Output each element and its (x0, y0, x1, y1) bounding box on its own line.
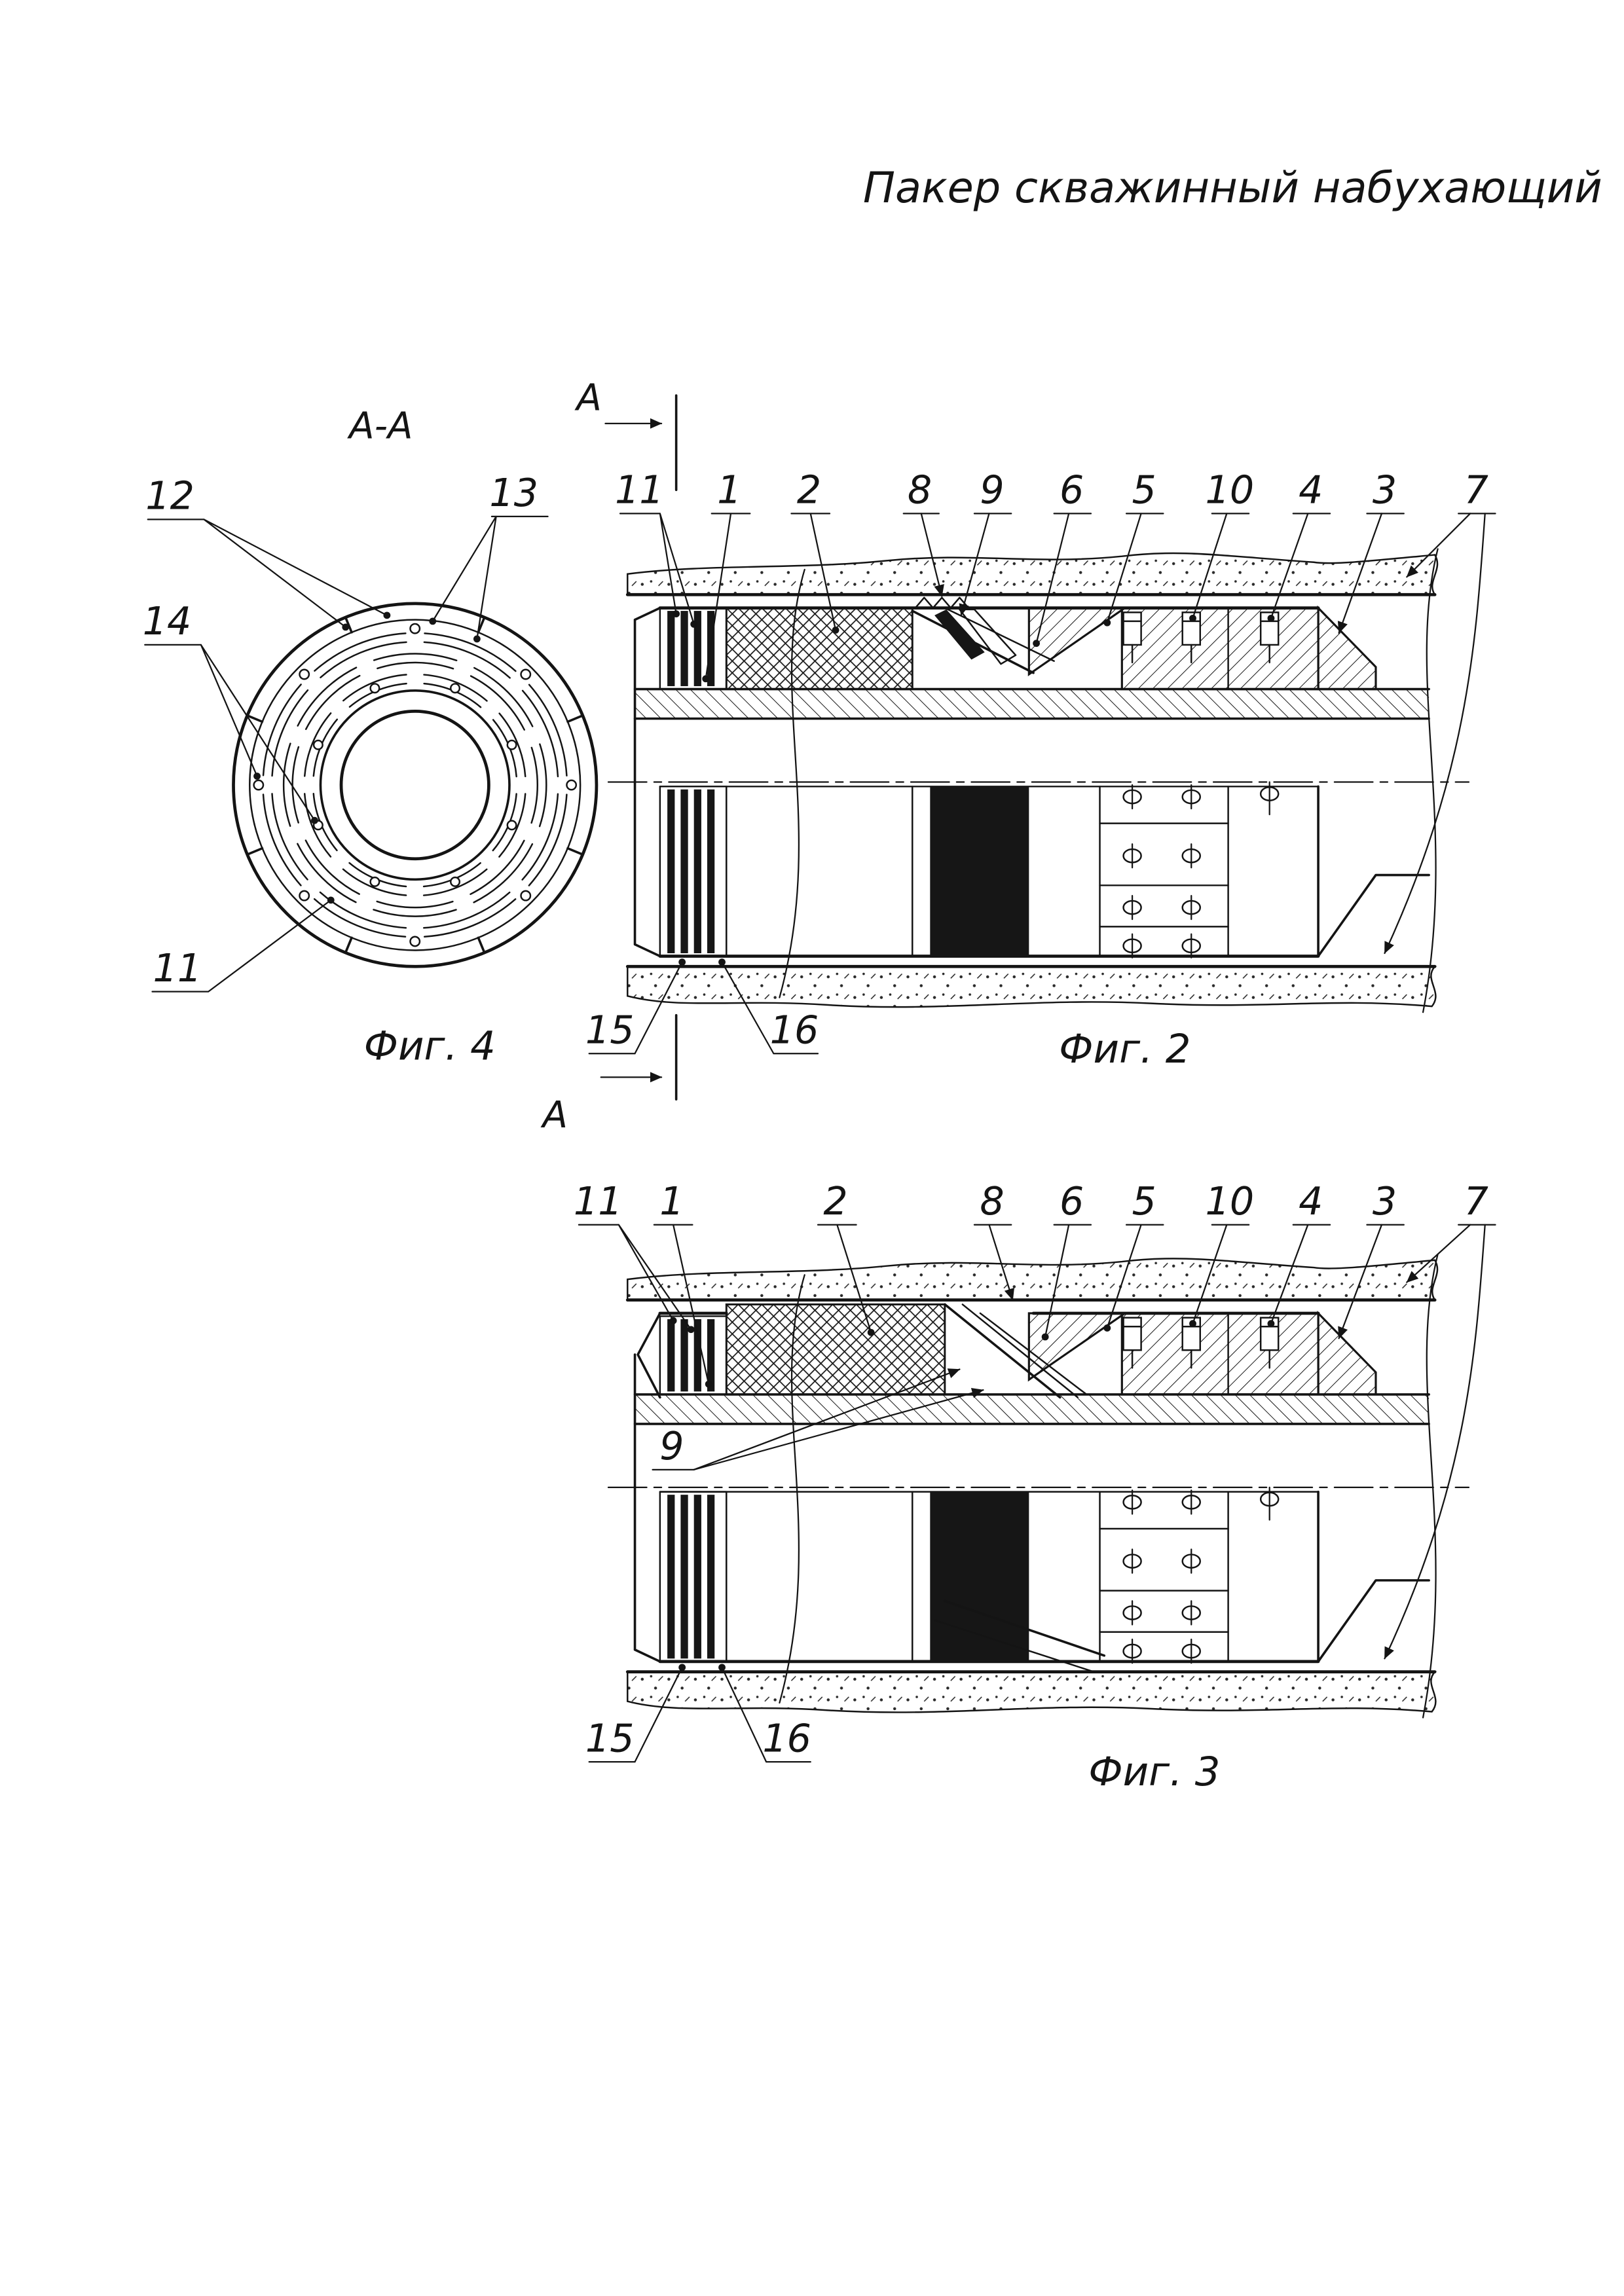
anti-extrusion-rings-bottom (667, 789, 715, 953)
bolt-holes-bottom (1122, 1491, 1280, 1659)
break-line-right (1422, 1253, 1439, 1719)
fig3-callout-4: 4 (1299, 1179, 1323, 1224)
set-screws-top (1122, 611, 1280, 664)
fig4-leader-lines (144, 515, 549, 993)
slotted-shoe (930, 786, 1029, 957)
valve-flap (934, 609, 985, 660)
page-title: Пакер скважинный набухающий (863, 163, 1602, 213)
nose-cone (1317, 605, 1377, 691)
fig4-callout-14: 14 (143, 599, 192, 644)
fig2-callout-2: 2 (797, 468, 821, 513)
slot-ring-b (282, 653, 547, 917)
fig2-callout-16: 16 (770, 1008, 819, 1052)
fig2-cut-letter-bottom: А (541, 1094, 568, 1137)
fig3-callout-2: 2 (823, 1179, 847, 1224)
fig3-leader-lines (578, 1224, 1496, 1763)
outer-ring-slits (246, 615, 584, 955)
break-line-tool (779, 1274, 805, 1704)
fig4-cross-section (144, 515, 599, 993)
mandrel-wall (635, 1394, 1430, 1424)
fig3-callout-6: 6 (1060, 1179, 1084, 1224)
support-cone (1027, 607, 1128, 677)
fig2-callout-6: 6 (1060, 468, 1084, 513)
outer-ring (232, 602, 599, 968)
fig2-cut-letter-top: А (574, 377, 602, 420)
central-bore (339, 709, 490, 861)
fig2-callout-7: 7 (1464, 468, 1488, 513)
valve-flap-open (944, 1303, 1061, 1399)
borehole-wall-lower (627, 1671, 1437, 1713)
borehole-wall-upper (627, 1258, 1439, 1301)
anti-extrusion-rings-top (667, 1319, 715, 1392)
support-cone (1027, 1312, 1128, 1382)
set-screws-top (1122, 1317, 1280, 1369)
fig4-callout-13: 13 (489, 471, 538, 515)
fig4-callout-12: 12 (145, 474, 194, 519)
fig4-callout-11: 11 (153, 946, 202, 991)
fig2-cut-marks (600, 394, 678, 1101)
slotted-shoe (930, 1491, 1029, 1662)
fig3-callout-1: 1 (659, 1179, 684, 1224)
housing (1120, 607, 1320, 691)
fig4-section-label: А-А (347, 405, 413, 447)
fig3-callout-3: 3 (1373, 1179, 1397, 1224)
bolt-holes-bottom (1122, 786, 1280, 954)
fig3-callout-8: 8 (980, 1179, 1004, 1224)
fig3-callout-5: 5 (1132, 1179, 1156, 1224)
fig2-callout-15: 15 (585, 1008, 635, 1052)
mandrel-wall (635, 689, 1430, 719)
fig2-callout-5: 5 (1132, 468, 1156, 513)
fig2-callout-9: 9 (980, 468, 1004, 513)
fig3-callout-11: 11 (574, 1179, 623, 1224)
anti-extrusion-rings-top (667, 611, 715, 687)
fig2-leader-lines (588, 513, 1496, 1055)
fig2-callout-11: 11 (615, 468, 664, 513)
fig2-longitudinal-section (588, 394, 1496, 1101)
housing (1120, 1312, 1320, 1396)
break-line-right (1422, 548, 1439, 1013)
break-line-tool (779, 568, 805, 998)
borehole-wall-upper (627, 552, 1439, 596)
swellable-elastomer (725, 607, 913, 691)
fig4-caption: Фиг. 4 (364, 1023, 496, 1069)
fig3-longitudinal-section (578, 1224, 1496, 1763)
fig3-callout-7: 7 (1464, 1179, 1488, 1224)
slot-ring-a (262, 632, 568, 938)
fig2-callout-10: 10 (1206, 468, 1255, 513)
bypass-holes-outer (253, 623, 578, 947)
swellable-elastomer-expanded (725, 1303, 946, 1396)
bypass-holes-inner (312, 683, 517, 887)
nose-cone (1317, 1311, 1377, 1396)
fig2-callout-1: 1 (717, 468, 741, 513)
anti-extrusion-rings-bottom (667, 1495, 715, 1659)
borehole-wall-lower (627, 966, 1437, 1008)
fig3-caption: Фиг. 3 (1088, 1749, 1220, 1795)
fig2-callout-4: 4 (1299, 468, 1323, 513)
slot-ring-c (303, 673, 526, 897)
fig2-callout-3: 3 (1373, 468, 1397, 513)
serration (914, 596, 970, 609)
fig2-callout-8: 8 (908, 468, 932, 513)
fig3-callout-15: 15 (585, 1716, 635, 1760)
fig3-callout-16: 16 (762, 1716, 811, 1760)
fig2-caption: Фиг. 2 (1059, 1027, 1190, 1072)
fig3-callout-10: 10 (1206, 1179, 1255, 1224)
fig3-callout-9: 9 (659, 1424, 684, 1468)
